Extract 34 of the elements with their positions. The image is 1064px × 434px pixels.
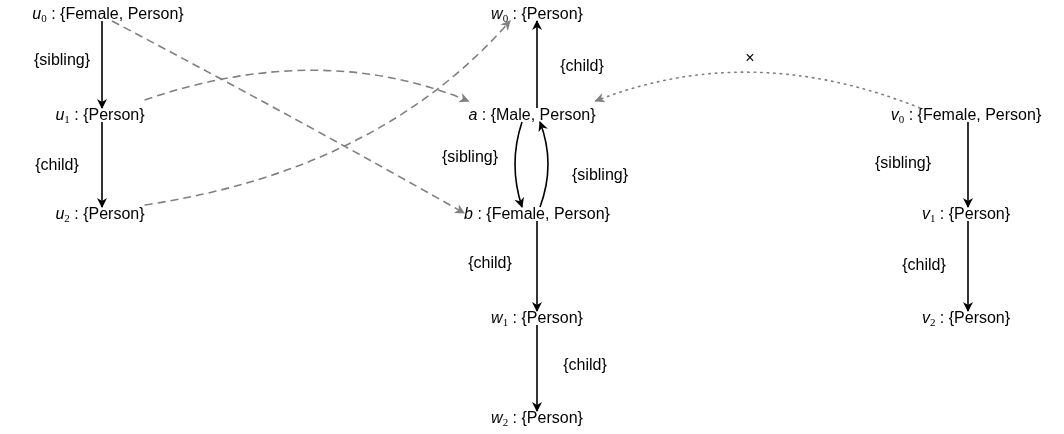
arrow	[963, 121, 973, 208]
arrow	[532, 20, 542, 109]
edge-label: ×	[745, 48, 755, 68]
edge-label: {sibling}	[442, 147, 498, 167]
arrow	[143, 20, 511, 206]
arrow	[111, 20, 465, 214]
arrow	[532, 220, 542, 312]
arrow	[538, 121, 549, 208]
arrow	[97, 20, 107, 109]
node-label: v$_{1}$ : {Person}	[921, 204, 1011, 224]
node-label: w$_{0}$ : {Person}	[491, 4, 583, 24]
edge-label: {child}	[902, 255, 946, 275]
node-label: u$_{2}$ : {Person}	[55, 204, 145, 224]
arrow	[963, 220, 973, 312]
edge-label: {sibling}	[572, 165, 628, 185]
arrow	[143, 69, 470, 103]
edge-label: {child}	[560, 56, 604, 76]
node-label: a : {Male, Person}	[468, 105, 596, 125]
node-label: v$_{0}$ : {Female, Person}	[890, 105, 1042, 125]
arrow	[532, 324, 542, 412]
node-label: w$_{2}$ : {Person}	[491, 408, 583, 428]
arrow	[514, 121, 525, 208]
arrow	[594, 71, 921, 109]
edge-label: {sibling}	[34, 50, 90, 70]
edge-label: {child}	[468, 253, 512, 273]
node-label: u$_{0}$ : {Female, Person}	[32, 4, 184, 24]
node-label: b : {Female, Person}	[464, 204, 610, 224]
node-label: v$_{2}$ : {Person}	[921, 308, 1011, 328]
node-label: w$_{1}$ : {Person}	[491, 308, 583, 328]
edge-label: {child}	[563, 355, 607, 375]
arrow	[97, 121, 107, 208]
edge-label: {sibling}	[875, 153, 931, 173]
edge-label: {child}	[35, 155, 79, 175]
node-label: u$_{1}$ : {Person}	[55, 105, 145, 125]
